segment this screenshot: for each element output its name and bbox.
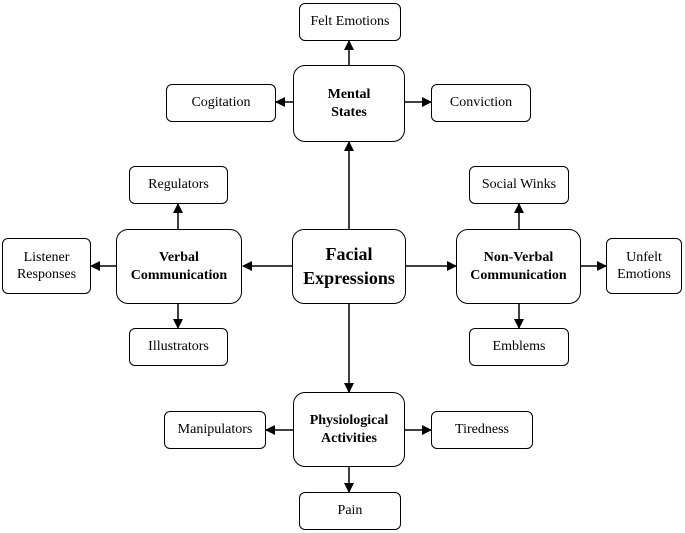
node-physiological-activities-line1: Physiological: [309, 413, 389, 428]
node-nonverbal-communication-line2: Communication: [470, 267, 567, 283]
node-pain: Pain: [299, 492, 401, 530]
node-social-winks: Social Winks: [469, 166, 569, 204]
node-emblems: Emblems: [469, 328, 569, 366]
node-unfelt-emotions-line1: Unfelt: [626, 249, 662, 265]
node-nonverbal-communication: Non-Verbal Communication: [456, 229, 581, 304]
node-listener-responses-line1: Listener: [23, 249, 70, 265]
node-manipulators: Manipulators: [164, 411, 266, 449]
node-mental-states-line1: Mental: [327, 87, 371, 102]
node-felt-emotions: Felt Emotions: [299, 3, 401, 41]
node-tiredness: Tiredness: [431, 411, 533, 449]
node-mental-states: Mental States: [293, 65, 405, 142]
node-listener-responses-line2: Responses: [16, 267, 77, 282]
node-mental-states-line2: States: [331, 104, 367, 120]
node-verbal-communication-line1: Verbal: [159, 250, 199, 265]
node-verbal-communication: Verbal Communication: [116, 229, 242, 304]
node-facial-expressions-line1: Facial: [325, 244, 373, 265]
node-physiological-activities: Physiological Activities: [293, 392, 405, 467]
node-regulators: Regulators: [129, 166, 228, 204]
node-unfelt-emotions-line2: Emotions: [617, 267, 671, 282]
node-facial-expressions-line2: Expressions: [303, 267, 395, 288]
node-physiological-activities-line2: Activities: [321, 430, 377, 446]
node-conviction: Conviction: [431, 84, 531, 122]
node-listener-responses: Listener Responses: [2, 238, 91, 294]
node-nonverbal-communication-line1: Non-Verbal: [483, 250, 554, 265]
node-verbal-communication-line2: Communication: [130, 267, 228, 283]
node-unfelt-emotions: Unfelt Emotions: [606, 238, 682, 294]
node-cogitation: Cogitation: [166, 84, 276, 122]
node-facial-expressions: Facial Expressions: [292, 229, 406, 304]
node-illustrators: Illustrators: [129, 328, 228, 366]
